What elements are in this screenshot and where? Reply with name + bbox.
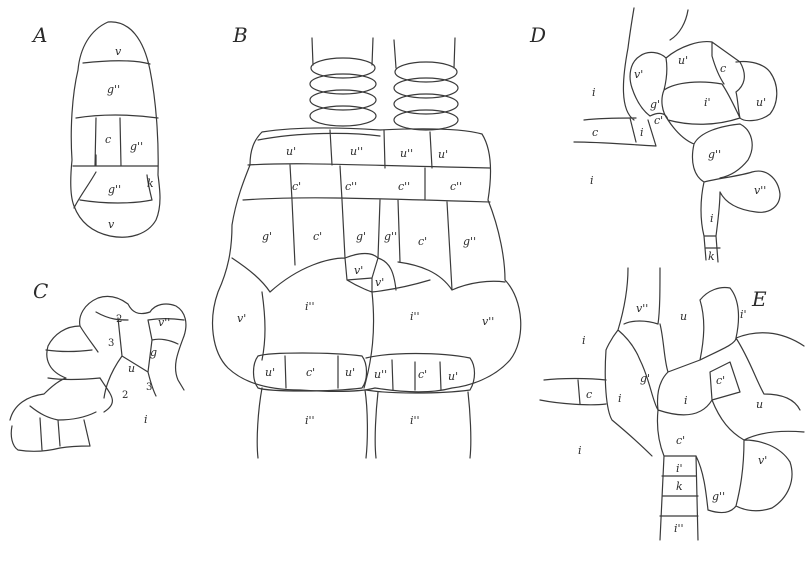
figure-e-label: c' [716, 374, 725, 387]
figure-d-walls [574, 8, 780, 262]
figure-e-label: g' [640, 372, 650, 385]
figure-e-label: u [756, 398, 763, 411]
figure-d-label: v' [634, 68, 643, 81]
figure-b-label: v'' [482, 315, 494, 328]
figure-b-label: i'' [305, 300, 315, 313]
figure-d-label: u' [756, 96, 766, 109]
figure-b-label: c'' [345, 180, 357, 193]
figure-a-label: c [105, 133, 111, 146]
figure-b-label: g'' [463, 235, 476, 248]
figure-c-outline [10, 296, 186, 420]
spiral-coil-right [394, 38, 458, 130]
figure-d-label: i [590, 174, 594, 187]
figure-a: A v g'' c g'' g'' k v [31, 22, 160, 237]
figure-b-label: u'' [400, 147, 413, 160]
figure-a-label: g'' [108, 183, 121, 196]
figure-c-number: 2 [116, 314, 122, 325]
figure-b-label: c' [306, 366, 315, 379]
figure-b-label: g'' [384, 230, 397, 243]
figure-e-label: i [578, 444, 582, 457]
figure-d-label: v'' [754, 184, 766, 197]
figure-e-label: c' [676, 434, 685, 447]
figure-b-label: i'' [410, 414, 420, 427]
figure-b-label: u' [286, 145, 296, 158]
figure-d-label: c [592, 126, 598, 139]
figure-e-label: u [680, 310, 687, 323]
figure-b-label: c' [418, 235, 427, 248]
figure-d-letter: D [529, 23, 546, 47]
figure-e-label: g'' [712, 490, 725, 503]
figure-d: D i v' u' c g' i' u' c' c i g'' v'' i i … [529, 8, 780, 263]
figure-b-label: u'' [374, 368, 387, 381]
figure-b-label: g' [262, 230, 272, 243]
figure-d-label: k [708, 250, 715, 263]
figure-b-label: v' [237, 312, 246, 325]
figure-e: E i v'' u i' g' c' c i i u i c' v' i' k … [540, 268, 804, 540]
figure-b-letter: B [232, 23, 248, 47]
figure-a-label: v [115, 45, 122, 58]
figure-c: C 2 3 2 3 v'' g u i [10, 279, 186, 451]
figure-d-label: g'' [708, 148, 721, 161]
figure-d-label: i [640, 126, 644, 139]
figure-d-label: c' [654, 114, 663, 127]
figure-c-number: 3 [146, 382, 152, 393]
figure-e-label: c [586, 388, 592, 401]
figure-b-label: u' [265, 366, 275, 379]
figure-a-label: v [108, 218, 115, 231]
figure-e-label: i' [740, 308, 747, 321]
figure-d-label: i [710, 212, 714, 225]
figure-b-label: u'' [350, 145, 363, 158]
figure-c-label: g [150, 346, 157, 359]
figure-b-stalks [257, 388, 471, 458]
figure-c-number: 2 [122, 390, 128, 401]
figure-e-label: i' [676, 462, 683, 475]
figure-b-label: u' [448, 370, 458, 383]
figure-b-label: v' [375, 276, 384, 289]
figure-d-label: g' [650, 98, 660, 111]
figure-e-label: i [582, 334, 586, 347]
figure-e-label: v'' [636, 302, 648, 315]
figure-c-label: v'' [158, 316, 170, 329]
figure-b-label: c' [292, 180, 301, 193]
figure-b-label: c'' [398, 180, 410, 193]
figure-e-label: k [676, 480, 683, 493]
spiral-coil-left [310, 38, 376, 126]
figure-d-label: u' [678, 54, 688, 67]
figure-c-letter: C [33, 279, 48, 303]
figure-b-label: c' [313, 230, 322, 243]
figure-a-label: k [147, 177, 154, 190]
figure-b-label: c'' [450, 180, 462, 193]
figure-e-label: i [618, 392, 622, 405]
figure-a-letter: A [31, 23, 47, 47]
figure-c-label: i [144, 413, 148, 426]
figure-d-label: c [720, 62, 726, 75]
figure-b-label: v' [354, 264, 363, 277]
figure-d-label: i [592, 86, 596, 99]
figure-b-walls [232, 130, 505, 388]
figure-e-label: v' [758, 454, 767, 467]
figure-c-walls [11, 312, 184, 451]
figure-b-label: i'' [410, 310, 420, 323]
figure-c-number: 3 [108, 338, 114, 349]
figure-a-label: g'' [130, 140, 143, 153]
figure-a-label: g'' [107, 83, 120, 96]
figure-b-label: c' [418, 368, 427, 381]
figure-b: B u' u'' u'' u' c' c'' c'' c'' g' [213, 23, 521, 458]
figure-b-label: g' [356, 230, 366, 243]
figure-e-letter: E [751, 287, 767, 311]
figure-d-label: i' [704, 96, 711, 109]
figure-c-label: u [128, 362, 135, 375]
figure-b-label: u' [438, 148, 448, 161]
figure-b-label: u' [345, 366, 355, 379]
figure-e-label: i'' [674, 522, 684, 535]
figure-b-label: i'' [305, 414, 315, 427]
figure-e-label: i [684, 394, 688, 407]
